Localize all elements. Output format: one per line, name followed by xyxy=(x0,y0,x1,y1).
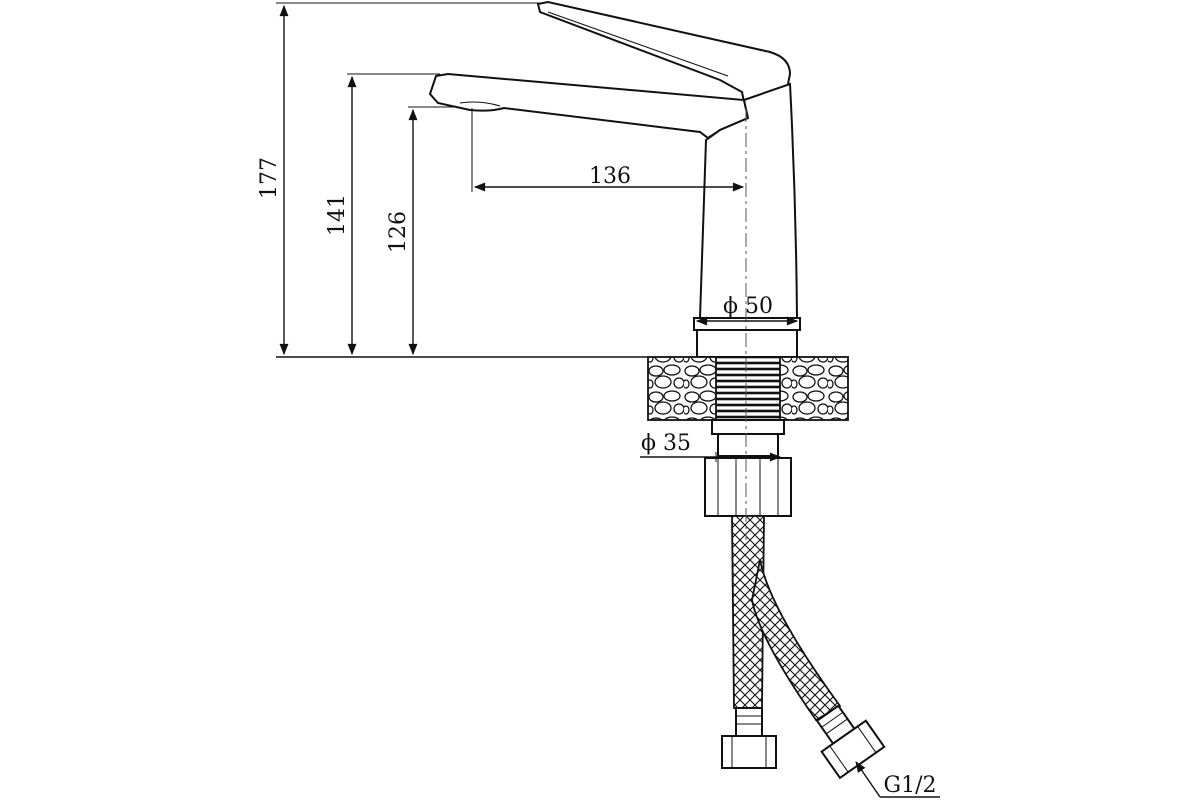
base-flange xyxy=(696,329,798,358)
dim-spout-height: 126 xyxy=(386,106,470,356)
label-spout-height: 126 xyxy=(386,211,411,253)
label-base-diameter: ϕ 50 xyxy=(723,294,773,319)
dim-spout-reach: 136 xyxy=(471,108,745,192)
base-ring xyxy=(693,317,801,331)
dim-handle-height: 141 xyxy=(325,73,440,356)
label-hose-thread: G1/2 xyxy=(884,773,937,798)
hose-right xyxy=(751,559,842,722)
callout-hose-thread: G1/2 xyxy=(855,761,940,798)
spout xyxy=(428,72,750,140)
dim-base-diameter: ϕ 50 xyxy=(695,294,799,326)
hose-nut-left xyxy=(721,735,777,769)
dim-shank-diameter: ϕ 35 xyxy=(640,431,782,462)
countertop-section xyxy=(647,356,849,421)
label-total-height: 177 xyxy=(257,157,282,199)
threaded-shank xyxy=(715,356,781,421)
label-shank-diameter: ϕ 35 xyxy=(641,431,691,456)
label-handle-height: 141 xyxy=(325,194,350,236)
dim-total-height: 177 xyxy=(257,2,540,356)
flexible-hoses xyxy=(721,515,886,780)
mounting-assembly xyxy=(704,419,792,517)
label-spout-reach: 136 xyxy=(589,164,631,189)
mounting-nut xyxy=(704,457,792,517)
